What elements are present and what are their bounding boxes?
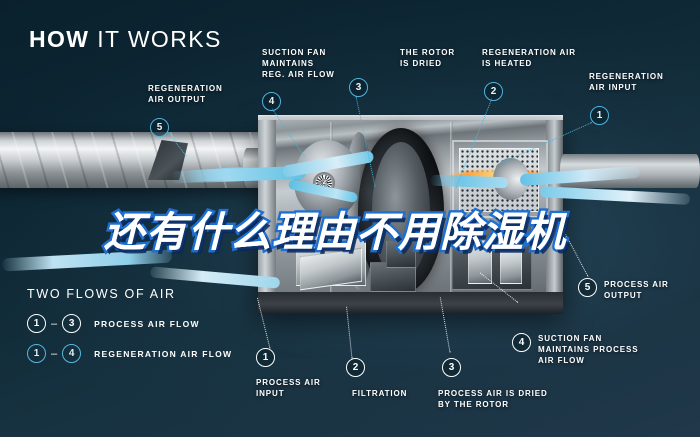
filter-slot: [312, 226, 346, 248]
page-title-bold: HOW: [29, 26, 90, 52]
lower-bracket: [500, 248, 522, 284]
headline-text: 还有什么理由不用除湿机: [104, 208, 566, 256]
callout-label-process-air-output: PROCESS AIR OUTPUT: [604, 280, 669, 300]
cabinet-base: [258, 292, 563, 314]
callout-marker-1-reg[interactable]: 1: [590, 106, 609, 125]
legend-row-process: 1 – 3 PROCESS AIR FLOW: [27, 314, 232, 333]
callout-label-suction-fan-process: SUCTION FAN MAINTAINS PROCESS AIR FLOW: [538, 334, 639, 365]
callout-marker-5-process[interactable]: 5: [578, 278, 597, 297]
left-duct-pipe: [0, 132, 288, 188]
legend-circle-1-blue: 1: [27, 344, 46, 363]
legend-circle-3-white: 3: [62, 314, 82, 333]
headline-text-stroke: 还有什么理由不用除湿机: [102, 206, 568, 259]
page-title: HOW IT WORKS: [29, 26, 222, 53]
callout-label-process-air-dried: PROCESS AIR IS DRIED BY THE ROTOR: [438, 389, 548, 409]
legend-circle-1-white: 1: [27, 314, 46, 333]
cabinet-right-panel: [546, 120, 563, 300]
callout-label-reg-air-input: REGENERATION AIR INPUT: [589, 72, 664, 92]
legend-dash: –: [51, 347, 58, 360]
legend-circle-4-blue: 4: [62, 344, 82, 363]
callout-marker-4-process[interactable]: 4: [512, 333, 531, 352]
callout-label-suction-fan-reg: SUCTION FAN MAINTAINS REG. AIR FLOW: [262, 48, 335, 79]
legend-heading: TWO FLOWS OF AIR: [27, 287, 176, 301]
callout-label-process-air-input: PROCESS AIR INPUT: [256, 378, 321, 398]
callout-label-filtration: FILTRATION: [352, 389, 408, 398]
legend-label-process-air-flow: PROCESS AIR FLOW: [94, 318, 200, 329]
lower-panel: [468, 240, 492, 284]
cabinet-left-panel: [258, 120, 276, 300]
cabinet-seam: [450, 122, 453, 294]
cabinet-top-edge: [258, 115, 563, 120]
legend-label-regeneration-air-flow: REGENERATION AIR FLOW: [94, 348, 233, 359]
legend-dash: –: [51, 317, 58, 330]
callout-marker-3[interactable]: 3: [349, 78, 368, 97]
callout-label-reg-air-output: REGENERATION AIR OUTPUT: [148, 84, 223, 104]
callout-marker-2-process[interactable]: 2: [346, 358, 365, 377]
callout-marker-5-reg[interactable]: 5: [150, 118, 169, 137]
page-title-light: IT WORKS: [89, 26, 222, 52]
leader-line-5-process: [563, 230, 589, 277]
callout-marker-4-reg[interactable]: 4: [262, 92, 281, 111]
callout-marker-1-process[interactable]: 1: [256, 348, 275, 367]
callout-marker-3-process[interactable]: 3: [442, 358, 461, 377]
legend: TWO FLOWS OF AIR 1 – 3 PROCESS AIR FLOW …: [27, 287, 232, 374]
callout-label-rotor-dried: THE ROTOR IS DRIED: [400, 48, 456, 68]
callout-label-reg-air-heated: REGENERATION AIR IS HEATED: [482, 48, 576, 68]
legend-row-regeneration: 1 – 4 REGENERATION AIR FLOW: [27, 344, 232, 363]
callout-marker-2[interactable]: 2: [484, 82, 503, 101]
motor-block: [386, 240, 416, 268]
leader-line-2-process: [346, 306, 353, 359]
